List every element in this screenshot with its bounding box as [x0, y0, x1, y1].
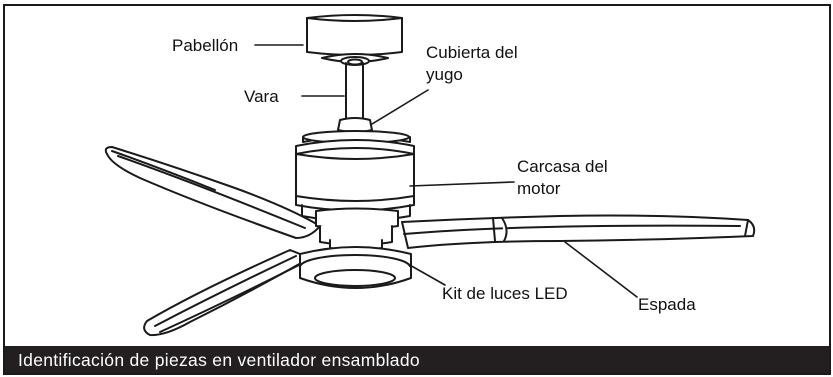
yoke-cover-label-line1: Cubierta del — [426, 43, 518, 62]
hub-drawing — [315, 207, 399, 251]
downrod-label: Vara — [244, 87, 279, 106]
leader-lines — [254, 44, 638, 298]
frame-border — [3, 4, 831, 375]
leader-led-kit — [407, 263, 446, 286]
leader-motor-housing — [409, 181, 515, 187]
yoke-cover-label-line2: yugo — [426, 65, 463, 84]
canopy-label: Pabellón — [172, 36, 239, 55]
blade-label: Espada — [638, 295, 696, 314]
blades-drawing — [104, 146, 756, 337]
motor-housing-label-line1: Carcasa del — [517, 157, 608, 176]
motor-housing-drawing — [295, 139, 415, 222]
leader-yoke-cover — [371, 89, 429, 125]
leader-blade — [564, 241, 638, 298]
downrod-drawing — [345, 62, 364, 121]
led-kit-label: Kit de luces LED — [442, 284, 568, 303]
yoke-cover-drawing — [302, 117, 411, 144]
caption-bar: Identificación de piezas en ventilador e… — [5, 346, 829, 373]
caption-text: Identificación de piezas en ventilador e… — [18, 350, 420, 370]
canopy-drawing — [306, 14, 403, 66]
led-kit-drawing — [299, 246, 412, 289]
motor-housing-label-line2: motor — [517, 179, 561, 198]
